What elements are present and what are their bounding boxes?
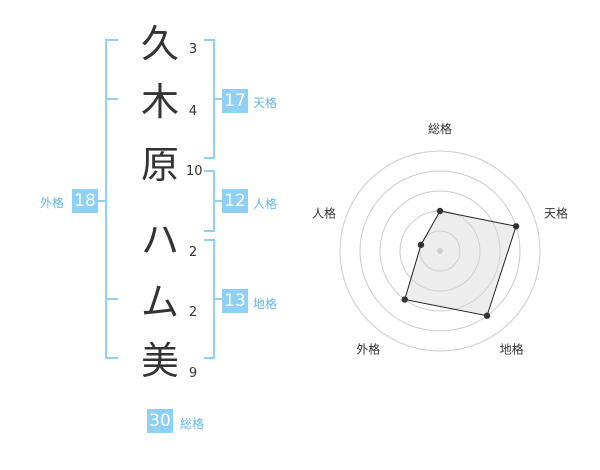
radar-axis-label-5: 人格 — [312, 205, 336, 220]
radar-axis-label-3: 地格 — [500, 342, 524, 357]
chikaku-label: 地格 — [253, 297, 278, 311]
stroke-count-1: 3 — [188, 42, 198, 57]
stroke-count-4: 2 — [188, 245, 198, 260]
radar-data-point-4 — [401, 296, 408, 303]
radar-data-point-1 — [436, 207, 444, 215]
radar-axis-label-1: 総格 — [428, 121, 452, 136]
radar-grid-circle — [359, 170, 521, 332]
gaikaku-label: 外格 — [40, 196, 65, 210]
radar-grid-circle — [339, 150, 541, 352]
radar-grid-circle — [419, 230, 461, 272]
jinkaku-badge: 12 — [222, 189, 248, 213]
radar-data-point-2 — [512, 223, 520, 230]
stroke-count-5: 2 — [188, 305, 198, 320]
radar-axis-label-2: 天格 — [544, 205, 568, 220]
gaikaku-badge: 18 — [72, 189, 98, 213]
radar-center-dot — [437, 248, 443, 254]
radar-data-point-5 — [417, 241, 425, 249]
chikaku-badge: 13 — [222, 289, 248, 313]
radar-data-point-3 — [483, 312, 491, 319]
name-char-3: 原 — [140, 143, 179, 187]
name-char-5: ム — [140, 280, 179, 324]
name-char-4: ハ — [140, 218, 179, 262]
stroke-count-3: 10 — [186, 164, 203, 179]
tenkaku-label: 天格 — [253, 96, 278, 110]
radar-axis-label-4: 外格 — [356, 342, 380, 357]
name-char-1: 久 — [140, 22, 179, 66]
jinkaku-label: 人格 — [253, 197, 278, 211]
soukaku-badge: 30 — [147, 409, 173, 433]
name-char-2: 木 — [140, 80, 179, 124]
soukaku-label: 総格 — [180, 417, 205, 431]
name-char-6: 美 — [140, 339, 179, 383]
stroke-count-2: 4 — [188, 104, 198, 119]
tenkaku-badge: 17 — [222, 89, 248, 113]
radar-data-polygon — [404, 210, 517, 317]
stroke-count-6: 9 — [188, 366, 198, 381]
radar-grid-circle — [379, 190, 501, 312]
